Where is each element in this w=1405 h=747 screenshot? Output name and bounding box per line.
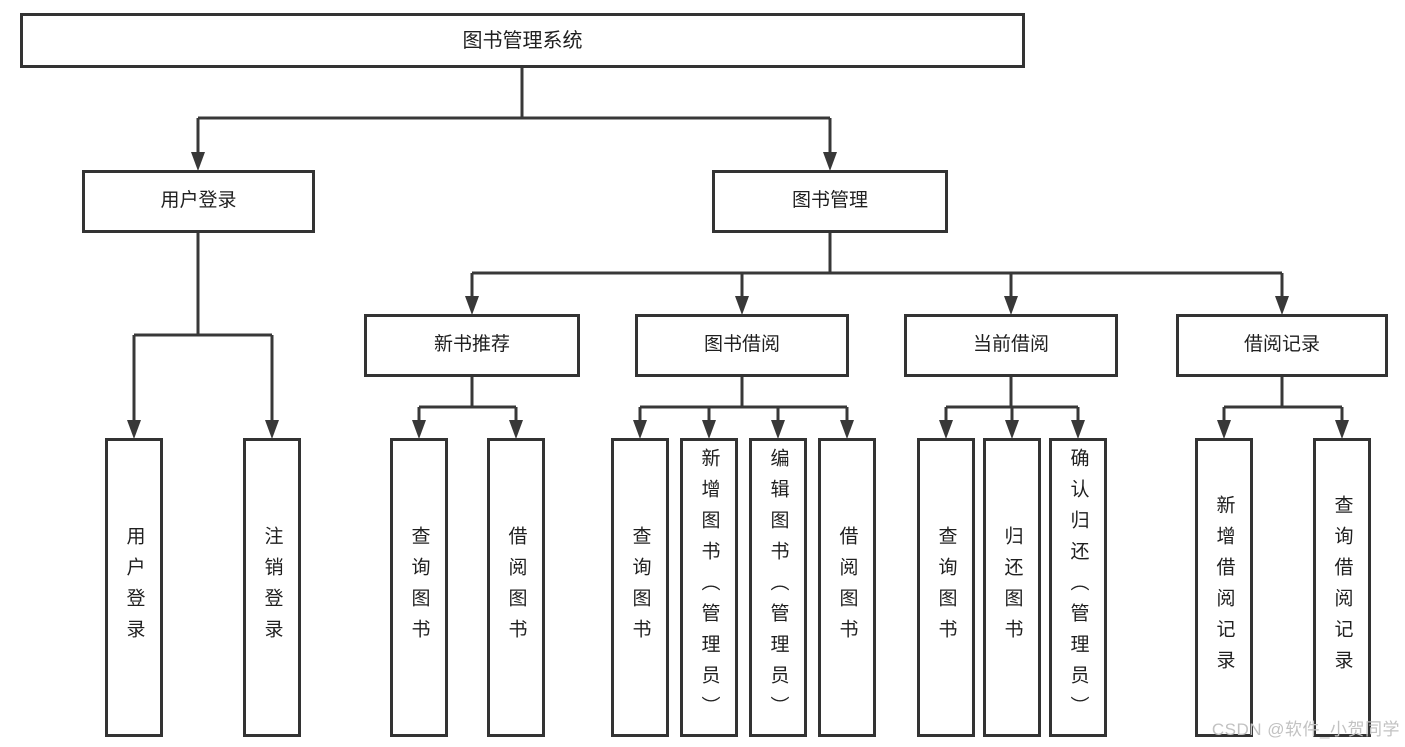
arrowhead-icons bbox=[127, 152, 1349, 439]
node-borrow-query-book: 查询图书 bbox=[611, 438, 669, 737]
node-borrow-edit-book-admin: 编辑图书（管理员） bbox=[749, 438, 807, 737]
node-current-borrow: 当前借阅 bbox=[904, 314, 1118, 377]
node-book-management-group: 图书管理 bbox=[712, 170, 948, 233]
csdn-watermark: CSDN @软件_小贺同学 bbox=[1211, 720, 1400, 739]
node-book-borrow: 图书借阅 bbox=[635, 314, 849, 377]
node-borrow-borrow-book: 借阅图书 bbox=[818, 438, 876, 737]
node-recommend-query-book: 查询图书 bbox=[390, 438, 448, 737]
node-current-query-book: 查询图书 bbox=[917, 438, 975, 737]
node-borrow-records: 借阅记录 bbox=[1176, 314, 1388, 377]
node-recommend-borrow-book: 借阅图书 bbox=[487, 438, 545, 737]
node-library-management-system: 图书管理系统 bbox=[20, 13, 1025, 68]
node-current-return-book: 归还图书 bbox=[983, 438, 1041, 737]
node-records-add-record: 新增借阅记录 bbox=[1195, 438, 1253, 737]
node-borrow-add-book-admin: 新增图书（管理员） bbox=[680, 438, 738, 737]
node-user-login-group: 用户登录 bbox=[82, 170, 315, 233]
node-current-confirm-return-admin: 确认归还（管理员） bbox=[1049, 438, 1107, 737]
node-new-book-recommend: 新书推荐 bbox=[364, 314, 580, 377]
node-user-login: 用户登录 bbox=[105, 438, 163, 737]
node-records-query-record: 查询借阅记录 bbox=[1313, 438, 1371, 737]
node-logout: 注销登录 bbox=[243, 438, 301, 737]
